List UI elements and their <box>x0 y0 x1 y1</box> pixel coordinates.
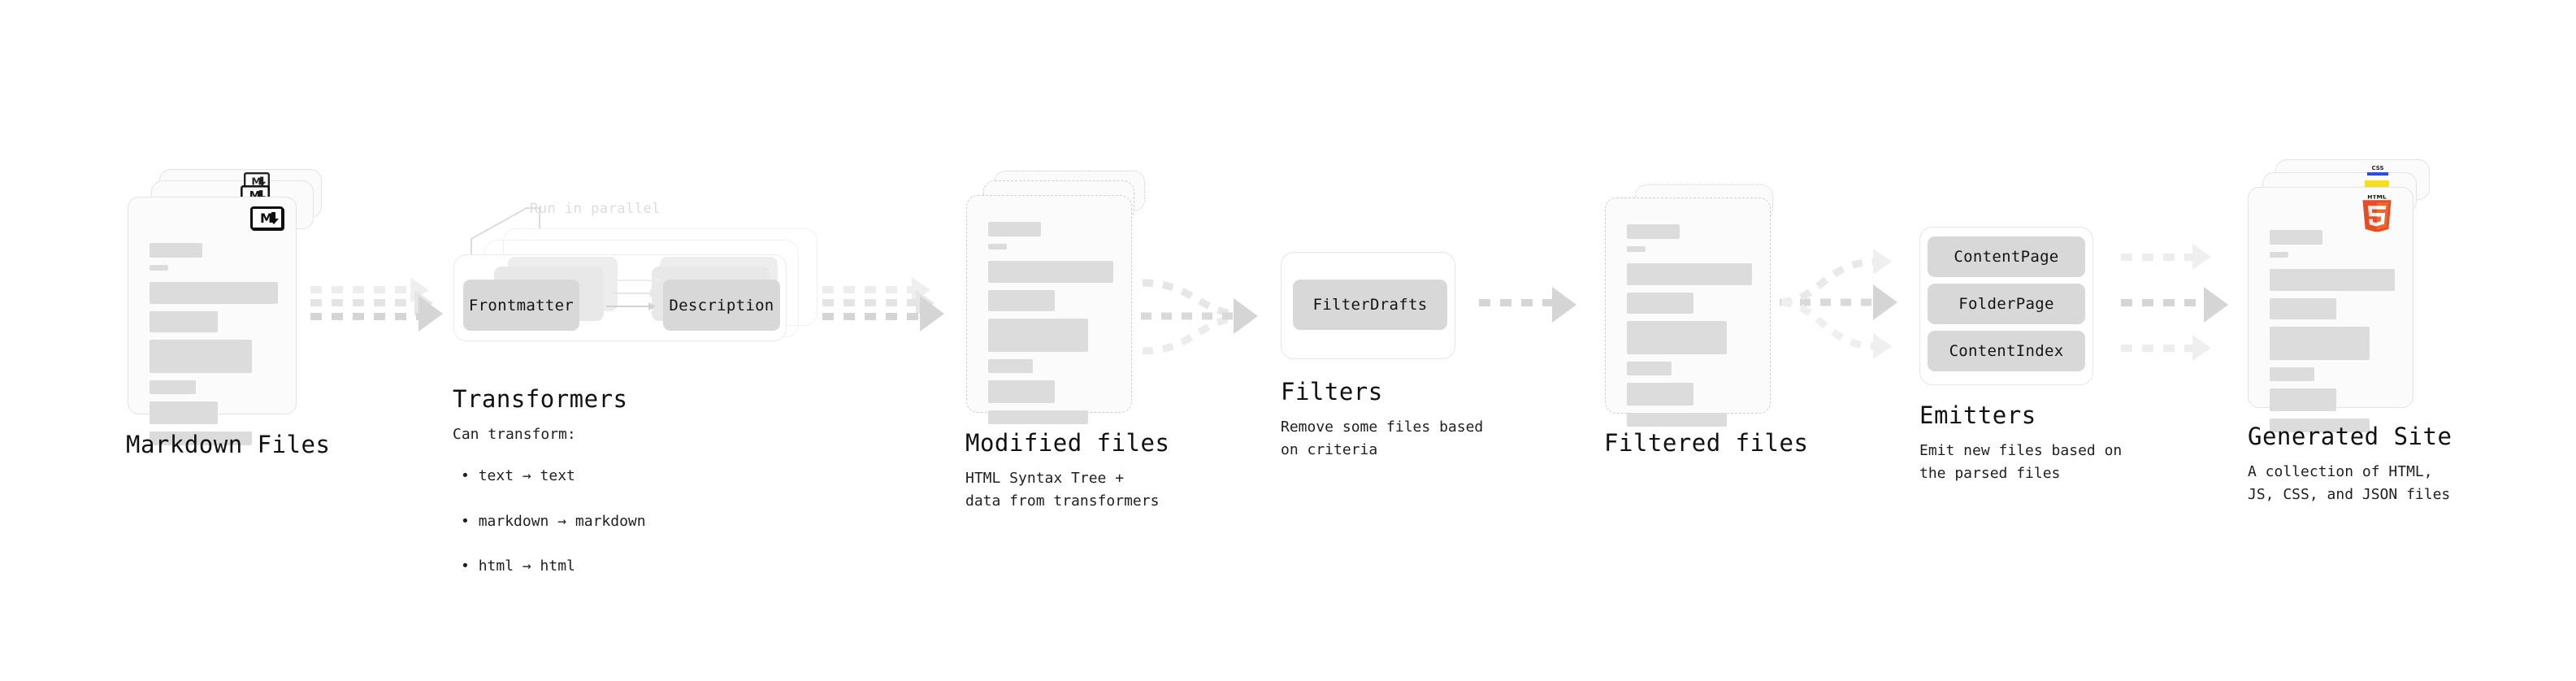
transformers-title: Transformers <box>453 385 628 413</box>
transformer-connector-arrow-front <box>606 302 656 310</box>
svg-text:HTML: HTML <box>2367 195 2387 201</box>
run-in-parallel-bracket <box>471 207 540 267</box>
skeleton-bar <box>988 290 1055 311</box>
bullet-text: text → text <box>478 466 575 484</box>
skeleton-bar <box>2270 367 2315 381</box>
emitters-description: Emit new files based on the parsed files <box>1919 442 2123 482</box>
markdown-skeleton <box>150 243 278 453</box>
run-in-parallel-label: Run in parallel <box>530 201 661 217</box>
skeleton-bar <box>150 282 278 304</box>
merge-paths-filters <box>1141 279 1238 355</box>
transformers-bullet-item: • text → text <box>461 465 646 488</box>
skeleton-bar <box>1627 293 1693 314</box>
markdown-file-card <box>128 197 297 445</box>
transformers-bullet-item: • html → html <box>461 555 646 578</box>
generated-site-title: Generated Site <box>2248 423 2452 450</box>
transformer-connector-arrow-back <box>617 276 662 284</box>
skeleton-bar <box>2270 327 2370 360</box>
skeleton-bar <box>988 319 1089 352</box>
css-icon-label: CSS <box>2371 165 2384 171</box>
skeleton-bar <box>988 359 1034 373</box>
filtered-files-title: Filtered files <box>1604 429 1809 457</box>
transformer-chip-description[interactable]: Description <box>663 280 780 331</box>
generated-site-skeleton <box>2270 230 2395 440</box>
css-icon-bar <box>2367 172 2388 176</box>
skeleton-bar <box>1627 383 1693 406</box>
skeleton-bar <box>150 432 253 445</box>
transformer-connector-arrow-mid <box>612 289 657 297</box>
skeleton-bar <box>150 243 202 258</box>
skeleton-bar <box>988 244 1007 249</box>
markdown-icon-front: M <box>250 206 284 230</box>
generated-site-card <box>2248 187 2413 432</box>
transformers-bullets: • text → text • markdown → markdown • ht… <box>461 442 646 601</box>
skeleton-bar <box>2270 419 2370 432</box>
bullet-text: html → html <box>478 557 575 575</box>
skeleton-bar <box>2270 298 2336 319</box>
skeleton-bar <box>1627 246 1646 252</box>
emitters-title: Emitters <box>1919 401 2036 429</box>
split-paths-emitters <box>1780 258 1877 350</box>
emitter-chip-contentindex[interactable]: ContentIndex <box>1928 331 2085 371</box>
skeleton-bar <box>1627 321 1728 354</box>
modified-skeleton <box>988 222 1113 432</box>
css-icon: CSS <box>2367 165 2388 176</box>
transformer-chip-frontmatter[interactable]: Frontmatter <box>463 280 579 331</box>
filtered-files-card <box>1605 197 1771 427</box>
skeleton-bar <box>988 380 1055 403</box>
skeleton-bar <box>988 261 1113 283</box>
skeleton-bar <box>2270 269 2395 291</box>
skeleton-bar <box>150 311 218 332</box>
modified-files-description: HTML Syntax Tree + data from transformer… <box>965 470 1160 510</box>
html5-icon: HTML <box>2362 195 2392 232</box>
skeleton-bar <box>1627 263 1752 285</box>
markdown-files-title: Markdown Files <box>126 431 331 458</box>
skeleton-bar <box>2270 388 2336 411</box>
skeleton-bar <box>2270 252 2288 258</box>
skeleton-bar <box>150 401 218 424</box>
generated-site-description: A collection of HTML, JS, CSS, and JSON … <box>2248 463 2451 503</box>
emitter-chip-contentpage[interactable]: ContentPage <box>1928 236 2085 277</box>
skeleton-bar <box>150 340 253 373</box>
bullet-dot: • <box>461 512 479 530</box>
transformers-description: Can transform: <box>453 426 576 443</box>
filter-chip-filterdrafts[interactable]: FilterDrafts <box>1293 280 1447 330</box>
skeleton-bar <box>2270 230 2322 245</box>
skeleton-bar <box>1627 413 1728 427</box>
skeleton-bar <box>988 410 1089 424</box>
filters-description: Remove some files based on criteria <box>1281 419 1484 458</box>
bullet-text: markdown → markdown <box>478 512 646 530</box>
skeleton-bar <box>150 265 168 271</box>
filtered-skeleton <box>1627 224 1752 434</box>
filters-title: Filters <box>1281 378 1383 406</box>
emitter-chip-folderpage[interactable]: FolderPage <box>1928 284 2085 324</box>
skeleton-bar <box>988 222 1041 236</box>
bullet-dot: • <box>461 466 479 484</box>
bullet-dot: • <box>461 557 479 575</box>
transformers-bullet-item: • markdown → markdown <box>461 510 646 533</box>
skeleton-bar <box>1627 362 1672 375</box>
skeleton-bar <box>150 380 196 394</box>
modified-files-card <box>966 195 1132 424</box>
modified-files-title: Modified files <box>965 429 1170 457</box>
skeleton-bar <box>1627 224 1680 239</box>
